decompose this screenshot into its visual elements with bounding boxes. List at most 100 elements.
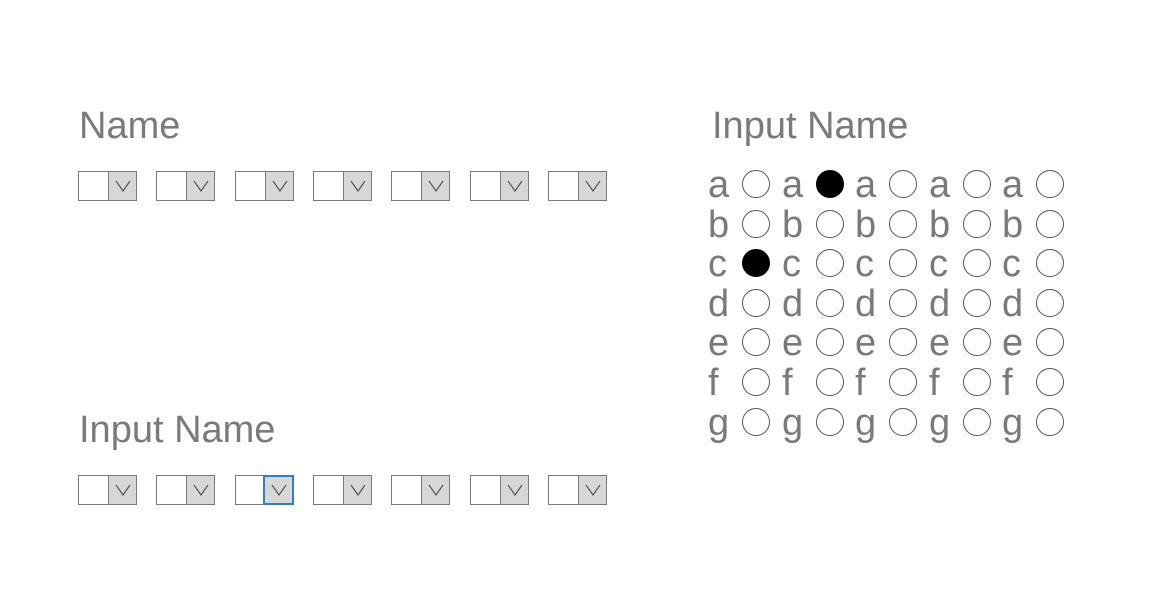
dropdown-toggle-button[interactable] (578, 476, 606, 504)
radio-button[interactable] (889, 328, 917, 356)
chevron-down-icon (350, 484, 365, 496)
radio-option-label: f (708, 362, 719, 404)
radio-button[interactable] (889, 289, 917, 317)
radio-button[interactable] (1036, 408, 1064, 436)
radio-button[interactable] (742, 289, 770, 317)
dropdown-select[interactable] (313, 171, 372, 201)
radio-option-label: a (1002, 164, 1024, 206)
radio-button[interactable] (816, 249, 844, 277)
chevron-down-icon (272, 180, 287, 192)
radio-button[interactable] (963, 249, 991, 277)
radio-button[interactable] (742, 170, 770, 198)
radio-option-label: b (1002, 204, 1024, 246)
dropdown-toggle-button[interactable] (500, 172, 528, 200)
chevron-down-icon (507, 180, 522, 192)
chevron-down-icon (585, 180, 600, 192)
radio-option-label: e (1002, 322, 1024, 364)
radio-button[interactable] (1036, 170, 1064, 198)
radio-button[interactable] (816, 210, 844, 238)
dropdown-select[interactable] (391, 475, 450, 505)
chevron-down-icon (350, 180, 365, 192)
dropdown-toggle-button[interactable] (578, 172, 606, 200)
radio-option-label: c (1002, 243, 1021, 285)
dropdown-select[interactable] (235, 475, 294, 505)
radio-button[interactable] (742, 249, 770, 277)
dropdown-toggle-button[interactable] (186, 476, 214, 504)
radio-button[interactable] (963, 289, 991, 317)
radio-button[interactable] (889, 368, 917, 396)
radio-button[interactable] (963, 170, 991, 198)
dropdown-select[interactable] (548, 171, 607, 201)
radio-button[interactable] (889, 408, 917, 436)
chevron-down-icon (271, 484, 286, 496)
radio-option-label: e (782, 322, 804, 364)
radio-option-label: g (929, 402, 951, 444)
chevron-down-icon (428, 180, 443, 192)
radio-button[interactable] (889, 210, 917, 238)
radio-button[interactable] (963, 328, 991, 356)
radio-option-label: d (708, 283, 730, 325)
dropdown-toggle-button[interactable] (500, 476, 528, 504)
radio-button[interactable] (889, 170, 917, 198)
dropdown-toggle-button[interactable] (343, 172, 371, 200)
dropdown-select[interactable] (470, 475, 529, 505)
radio-button[interactable] (1036, 328, 1064, 356)
dropdown-toggle-button[interactable] (421, 172, 449, 200)
radio-option-label: c (708, 243, 727, 285)
radio-button[interactable] (742, 328, 770, 356)
radio-button[interactable] (816, 368, 844, 396)
radio-option-label: e (855, 322, 877, 364)
dropdown-toggle-button[interactable] (263, 475, 294, 505)
radio-button[interactable] (816, 328, 844, 356)
radio-button[interactable] (963, 368, 991, 396)
dropdown-select[interactable] (78, 171, 137, 201)
radio-button[interactable] (963, 210, 991, 238)
dropdown-toggle-button[interactable] (108, 172, 136, 200)
radio-option-label: f (1002, 362, 1013, 404)
dropdown-toggle-button[interactable] (421, 476, 449, 504)
radio-button[interactable] (1036, 368, 1064, 396)
radio-button[interactable] (816, 408, 844, 436)
dropdown-toggle-button[interactable] (108, 476, 136, 504)
dropdown-toggle-button[interactable] (186, 172, 214, 200)
radio-option-label: g (855, 402, 877, 444)
radio-button[interactable] (963, 408, 991, 436)
dropdown-select[interactable] (156, 171, 215, 201)
radio-option-label: b (855, 204, 877, 246)
dropdown-select[interactable] (548, 475, 607, 505)
chevron-down-icon (585, 484, 600, 496)
radio-option-label: e (708, 322, 730, 364)
radio-button[interactable] (816, 289, 844, 317)
dropdown-toggle-button[interactable] (343, 476, 371, 504)
radio-option-label: a (855, 164, 877, 206)
radio-button[interactable] (742, 368, 770, 396)
radio-option-label: a (782, 164, 804, 206)
radio-button[interactable] (1036, 210, 1064, 238)
radio-option-label: f (855, 362, 866, 404)
dropdown-toggle-button[interactable] (265, 172, 293, 200)
dropdown-select[interactable] (235, 171, 294, 201)
radio-button[interactable] (742, 408, 770, 436)
dropdown-select[interactable] (391, 171, 450, 201)
radio-button[interactable] (1036, 249, 1064, 277)
radio-group-label: Input Name (712, 105, 909, 147)
dropdown-select[interactable] (78, 475, 137, 505)
radio-button[interactable] (1036, 289, 1064, 317)
dropdown-select[interactable] (470, 171, 529, 201)
radio-option-label: a (708, 164, 730, 206)
input-name-label: Input Name (79, 409, 276, 451)
radio-button[interactable] (742, 210, 770, 238)
radio-option-label: f (929, 362, 940, 404)
radio-button[interactable] (816, 170, 844, 198)
radio-button[interactable] (889, 249, 917, 277)
dropdown-select[interactable] (156, 475, 215, 505)
radio-option-label: g (708, 402, 730, 444)
dropdown-select[interactable] (313, 475, 372, 505)
radio-option-label: c (782, 243, 801, 285)
chevron-down-icon (115, 484, 130, 496)
chevron-down-icon (115, 180, 130, 192)
